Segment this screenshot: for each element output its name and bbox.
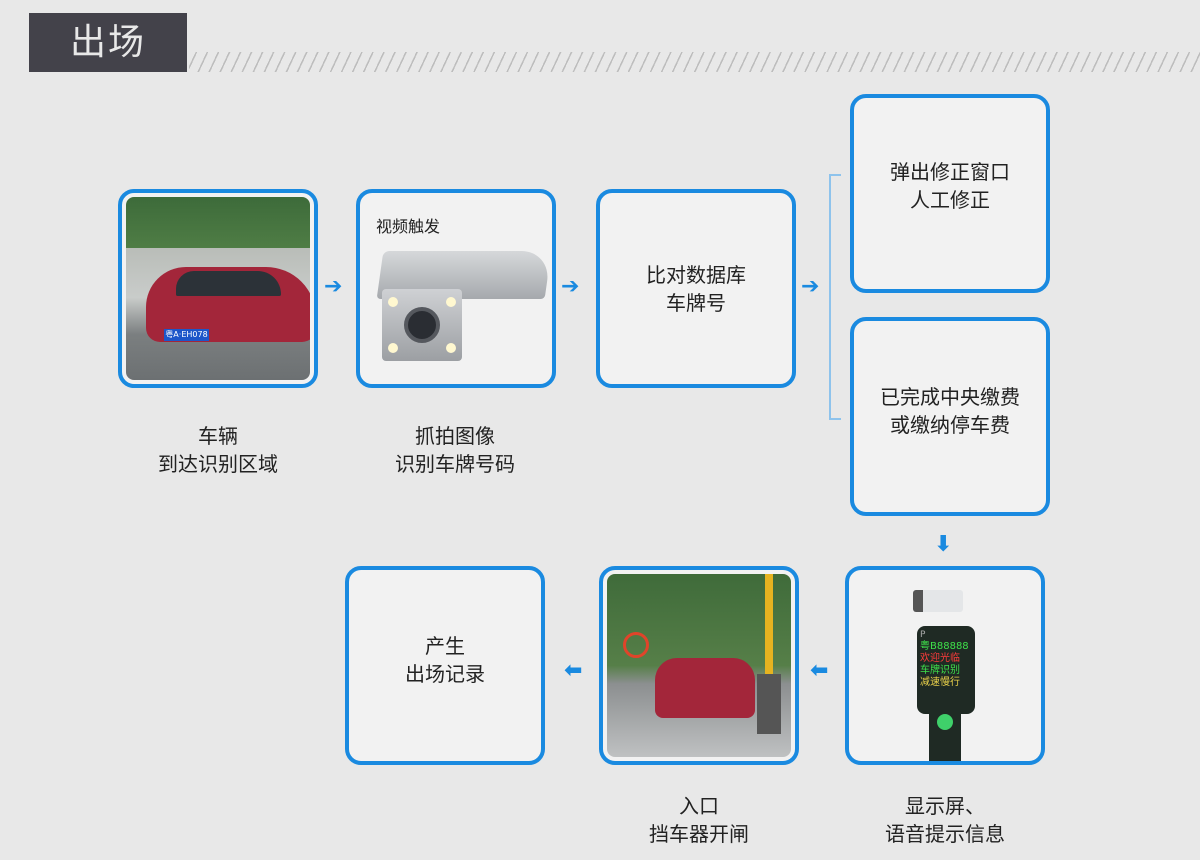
arrow-down-icon: ⬇ <box>934 532 953 557</box>
label-line: 到达识别区域 <box>158 452 278 476</box>
step-text: 比对数据库 <box>646 262 746 287</box>
step-caption: 视频触发 <box>376 217 441 236</box>
step-text: 人工修正 <box>910 187 990 212</box>
step-text: 产生 <box>425 633 465 658</box>
car-window <box>176 271 281 296</box>
label-line: 入口 <box>679 794 719 818</box>
label-line: 显示屏、 <box>905 794 985 818</box>
branch-bracket <box>829 174 841 420</box>
label-line: 识别车牌号码 <box>395 452 515 476</box>
label-line: 抓拍图像 <box>415 424 495 448</box>
barrier-photo <box>607 574 791 757</box>
license-plate: 粤A·EH078 <box>164 329 209 341</box>
step-barrier-open <box>599 566 799 765</box>
step-vehicle-arrival: 粤A·EH078 <box>118 189 318 388</box>
step2-label: 抓拍图像识别车牌号码 <box>345 422 565 478</box>
car-photo: 粤A·EH078 <box>126 197 310 380</box>
screen-line: 粤B88888 <box>920 641 969 652</box>
arrow-left-icon: ⬅ <box>810 658 829 683</box>
label-line: 车辆 <box>198 424 238 448</box>
sign-pole <box>929 710 961 761</box>
step-text: 出场记录 <box>405 661 485 686</box>
step-payment-completed: 已完成中央缴费或缴纳停车费 <box>850 317 1050 516</box>
step-manual-correction: 弹出修正窗口人工修正 <box>850 94 1050 293</box>
step-video-trigger: 视频触发 <box>356 189 556 388</box>
section-title: 出场 <box>29 13 187 72</box>
car-shape <box>655 658 755 718</box>
step7-label: 入口挡车器开闸 <box>589 792 809 848</box>
arrow-right-icon: ➔ <box>801 274 820 299</box>
camera-lens-panel <box>382 289 462 361</box>
label-line: 语音提示信息 <box>885 822 1005 846</box>
screen-line: 车牌识别 <box>920 665 960 676</box>
step-compare-database: 比对数据库车牌号 <box>596 189 796 388</box>
arrow-left-icon: ⬅ <box>564 658 583 683</box>
arrow-right-icon: ➔ <box>561 274 580 299</box>
step-text: 车牌号 <box>666 290 726 315</box>
step1-label: 车辆到达识别区域 <box>108 422 328 478</box>
display-sign: P 粤B88888 欢迎光临 车牌识别 减速慢行 <box>917 626 975 714</box>
step-text: 已完成中央缴费 <box>880 384 1020 409</box>
camera-icon <box>913 590 963 612</box>
parking-p: P <box>920 630 926 640</box>
step6-label: 显示屏、语音提示信息 <box>835 792 1055 848</box>
hatch-divider <box>189 52 1200 72</box>
arrow-right-icon: ➔ <box>324 274 343 299</box>
screen-line: 欢迎光临 <box>920 653 960 664</box>
highlight-circle <box>623 632 649 658</box>
label-line: 挡车器开闸 <box>649 822 749 846</box>
step-text: 或缴纳停车费 <box>890 412 1010 437</box>
barrier-gate <box>757 674 781 734</box>
step-exit-record: 产生出场记录 <box>345 566 545 765</box>
step-text: 弹出修正窗口 <box>890 159 1010 184</box>
barrier-arm <box>765 574 773 684</box>
step-display-voice: P 粤B88888 欢迎光临 车牌识别 减速慢行 <box>845 566 1045 765</box>
screen-line: 减速慢行 <box>920 677 960 688</box>
